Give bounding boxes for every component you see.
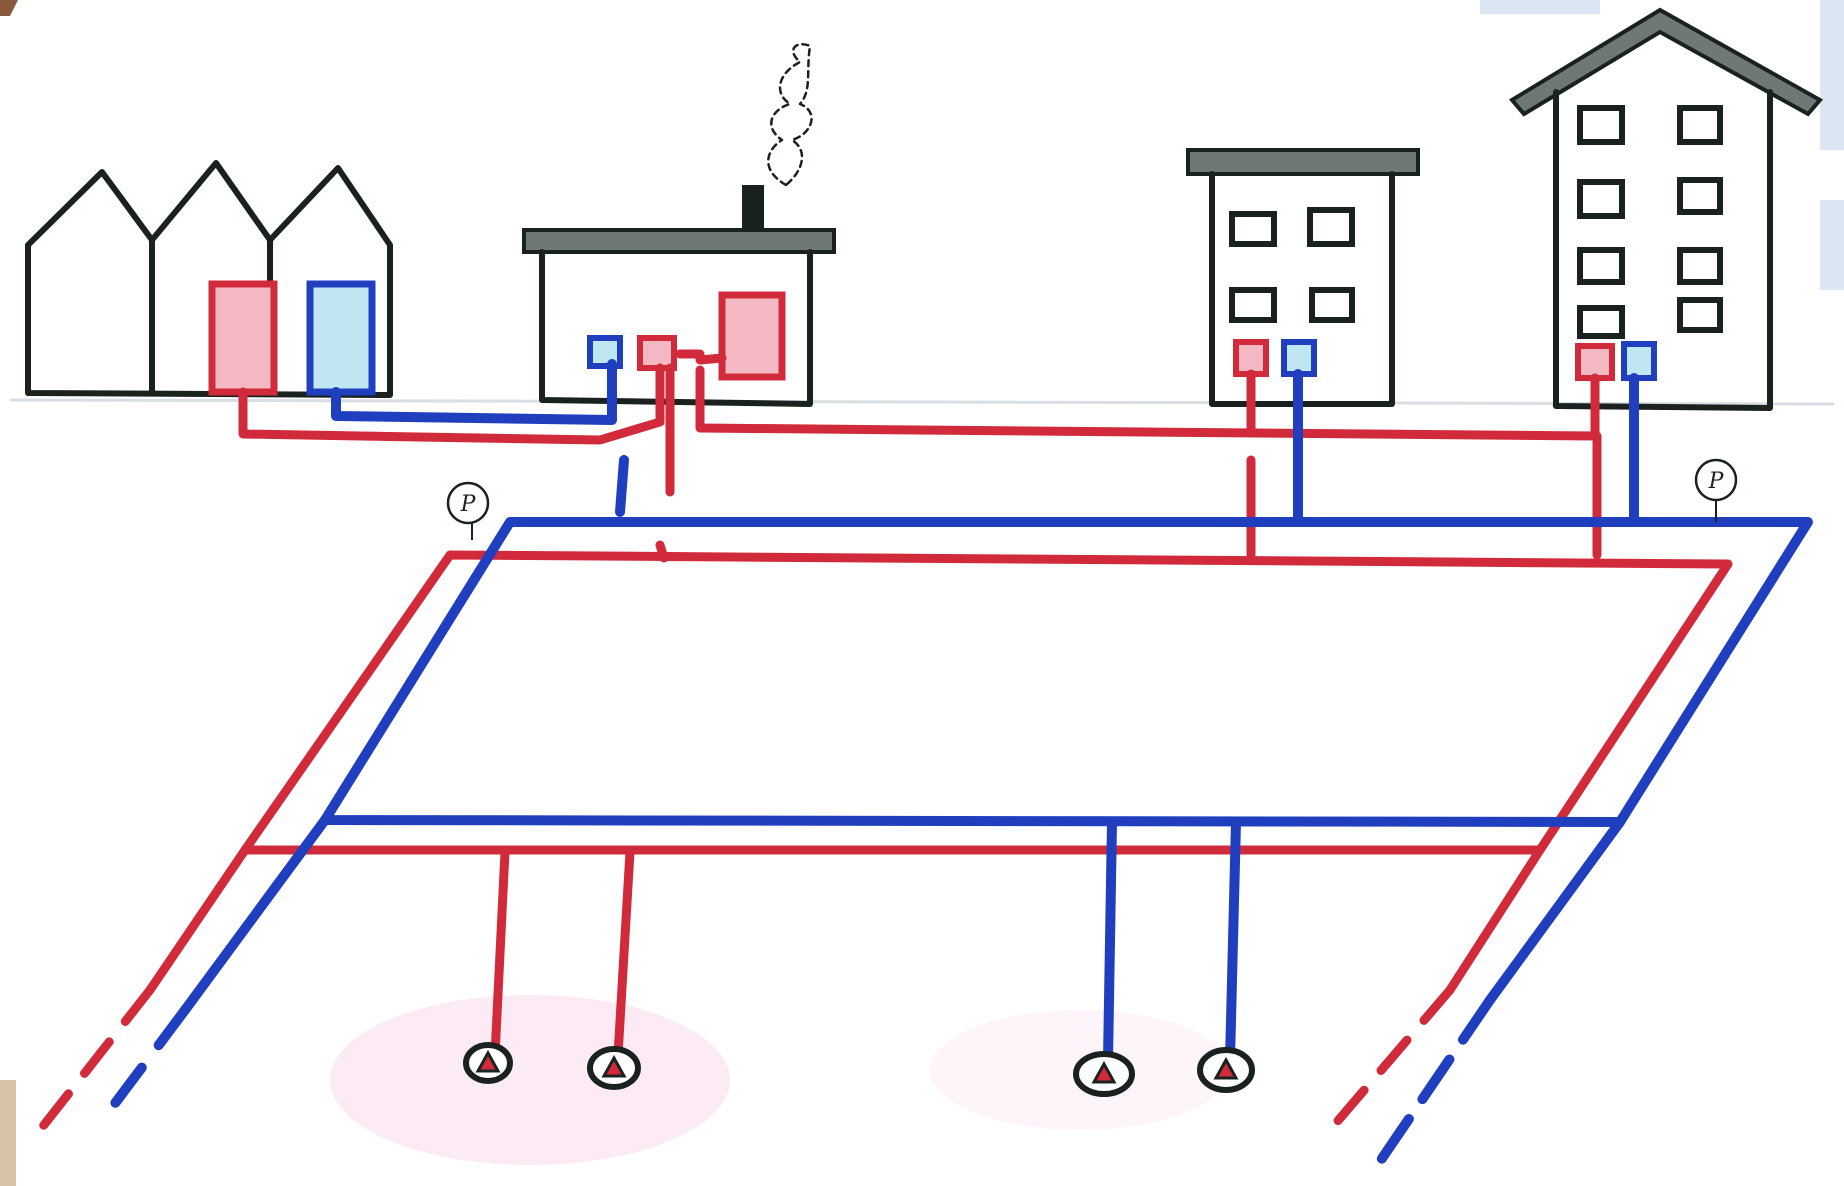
row-houses (25, 160, 393, 398)
window (1309, 287, 1355, 323)
chimney (742, 185, 764, 237)
tall-building (1508, 7, 1824, 411)
window (1229, 211, 1277, 247)
plant-roof (522, 228, 836, 254)
supply-dash-left (35, 985, 155, 1135)
pressure-gauge-icon (446, 481, 490, 525)
window (1577, 179, 1625, 219)
corner-tint-top-right (1820, 0, 1844, 150)
return-plant-down (615, 455, 629, 517)
return-dash-right (1365, 995, 1495, 1181)
corner-tan-mark-bottom (0, 1080, 16, 1186)
supply-well-branch-2 (613, 847, 635, 1060)
supply-plant-to-buildings (695, 365, 1600, 441)
tall-cold-valve-box (1621, 341, 1657, 381)
corner-tint-top-left (1480, 0, 1600, 14)
return-loop-right-extension (1485, 817, 1625, 1005)
pressure-gauge-label: P (1708, 469, 1725, 494)
supply-loop-left-extension (145, 845, 250, 995)
pink-wash-left (330, 995, 730, 1165)
pressure-gauge-right: P (1694, 458, 1738, 522)
tall-building-roof (1508, 7, 1824, 117)
apartment-block (1186, 148, 1420, 407)
apartment-roof (1186, 148, 1420, 176)
supply-well-branch-1 (490, 847, 510, 1060)
pump-icon (1197, 1047, 1255, 1093)
pump-icon (463, 1042, 513, 1084)
tall-building-wall (1553, 89, 1773, 411)
pumps (463, 1042, 1255, 1097)
window (1677, 177, 1723, 215)
apartment-hot-valve-box (1233, 339, 1269, 377)
smoke-icon (767, 43, 813, 187)
window (1577, 305, 1625, 339)
pressure-gauge-icon (1694, 458, 1738, 502)
pump-icon (587, 1046, 641, 1090)
corner-tint-right-lower (1820, 200, 1844, 290)
window (1677, 297, 1723, 333)
supply-loop-right-extension (1445, 845, 1545, 995)
ground-line (9, 398, 1835, 406)
plant-wall (539, 249, 813, 407)
return-well-branch-1 (1103, 817, 1117, 1065)
row-house-outline (25, 160, 393, 398)
return-well-branch-2 (1225, 817, 1241, 1065)
return-pipes (105, 359, 1813, 1181)
plant-hot-valve-box (637, 335, 677, 371)
return-loop-left-extension (180, 815, 330, 1015)
return-house-to-plant (331, 359, 617, 425)
supply-pipes (35, 349, 1733, 1135)
window (1229, 287, 1277, 323)
heating-plant (522, 43, 836, 407)
corner-brown-mark-top (0, 0, 18, 16)
pressure-gauge-label: P (460, 492, 477, 517)
supply-dash-right (1325, 985, 1455, 1135)
hot-water-tank (208, 280, 278, 396)
window (1307, 207, 1355, 247)
pump-icon (1073, 1051, 1135, 1097)
boiler (718, 291, 786, 381)
window (1577, 105, 1625, 145)
supply-house-to-plant (238, 363, 665, 445)
window (1677, 247, 1723, 285)
window (1577, 247, 1625, 285)
pressure-gauge-left: P (446, 481, 490, 540)
window (1677, 105, 1723, 145)
cold-water-tank (306, 280, 376, 396)
tall-hot-valve-box (1575, 343, 1615, 381)
return-dash-left (105, 1005, 190, 1115)
supply-boiler-link (675, 349, 727, 365)
